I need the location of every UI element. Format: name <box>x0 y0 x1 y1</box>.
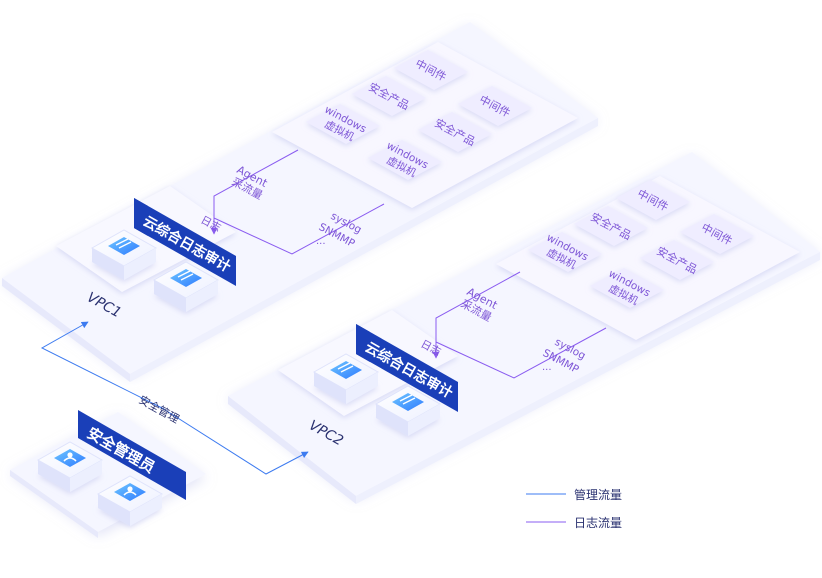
tile-windows-vm-2: windows 虚拟机 <box>368 140 442 180</box>
collector-bus-line <box>213 203 385 255</box>
ellipsis-label: ... <box>542 362 552 373</box>
vpc2-audit-server-1 <box>312 353 380 404</box>
mgmt-flow-label: 安全管理 <box>137 392 182 426</box>
legend: 管理流量 日志流量 <box>526 487 622 530</box>
vpc1-platform <box>2 22 598 382</box>
vpc1-audit-server-2 <box>152 261 220 312</box>
mgmt-line-to-vpc2 <box>161 407 309 475</box>
log-audit-icon <box>108 237 140 255</box>
mgmt-line-to-vpc1 <box>40 321 163 409</box>
tile-middleware-2: 中间件 <box>680 214 754 254</box>
tile-middleware-2: 中间件 <box>458 86 532 126</box>
admin-platform <box>10 412 206 538</box>
vpc1-log-flows <box>210 149 385 255</box>
ellipsis-label: ... <box>316 236 326 247</box>
vpc2-audit-server-2 <box>374 385 442 436</box>
log-audit-icon <box>330 361 362 379</box>
tile-windows-vm-1: windows 虚拟机 <box>528 232 602 272</box>
vpc1-source-tiles: 中间件 安全产品 中间件 windows 虚拟机 安全产品 windows 虚拟… <box>306 50 532 180</box>
log-audit-icon <box>392 393 424 411</box>
log-audit-icon <box>170 269 202 287</box>
tile-middleware-1: 中间件 <box>616 180 690 220</box>
admin-workstation-1 <box>36 441 104 492</box>
collector-bus-line <box>435 327 607 379</box>
user-icon <box>54 449 86 467</box>
admin-workstation-2 <box>96 475 164 526</box>
vpc2-log-flows <box>432 271 607 379</box>
vpc1-audit-server-1 <box>90 229 158 280</box>
legend-mgmt-label: 管理流量 <box>574 487 622 502</box>
tile-middleware-1: 中间件 <box>394 50 468 90</box>
legend-log-label: 日志流量 <box>574 516 622 530</box>
agent-flow-line <box>213 149 299 218</box>
agent-flow-line <box>435 271 521 342</box>
management-flows <box>40 321 309 475</box>
user-icon <box>114 483 146 501</box>
